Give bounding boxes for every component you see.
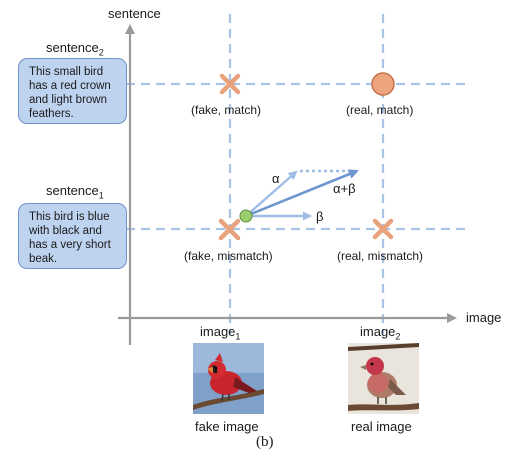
fake-image-thumbnail <box>193 343 264 414</box>
fake-image-caption: fake image <box>195 419 259 434</box>
sentence1-title: sentence1 <box>46 183 104 201</box>
alpha-vector <box>245 170 298 217</box>
figure-caption: (b) <box>256 434 274 450</box>
fake-match-label: (fake, match) <box>191 103 262 117</box>
image1-label: image1 <box>200 324 241 342</box>
alpha-label: α <box>272 171 280 186</box>
x-axis-label: image <box>466 310 502 325</box>
sum-vector <box>245 169 359 218</box>
real-match-label: (real, match) <box>346 103 414 117</box>
beta-label: β <box>316 209 324 224</box>
fake-mismatch-cross-icon <box>218 218 241 241</box>
finch-bird-icon <box>348 343 419 414</box>
sentence2-title: sentence2 <box>46 40 104 58</box>
fake-match-cross-icon <box>219 73 241 95</box>
sum-label: α+β <box>333 181 356 196</box>
image2-label: image2 <box>360 324 401 342</box>
real-mismatch-cross-icon <box>372 218 394 240</box>
sentence2-bubble: This small bird has a red crown and ligh… <box>18 58 127 124</box>
real-match-circle-icon <box>371 72 395 96</box>
y-axis-label: sentence <box>108 6 161 21</box>
cardinal-bird-icon <box>193 343 264 414</box>
sentence1-bubble: This bird is blue with black and has a v… <box>18 203 127 269</box>
grid-lines <box>126 14 466 334</box>
real-mismatch-label: (real, mismatch) <box>337 249 424 263</box>
green-dot-icon <box>239 209 253 223</box>
real-image-caption: real image <box>351 419 412 434</box>
real-image-thumbnail <box>348 343 419 414</box>
fake-mismatch-label: (fake, mismatch) <box>184 249 273 263</box>
